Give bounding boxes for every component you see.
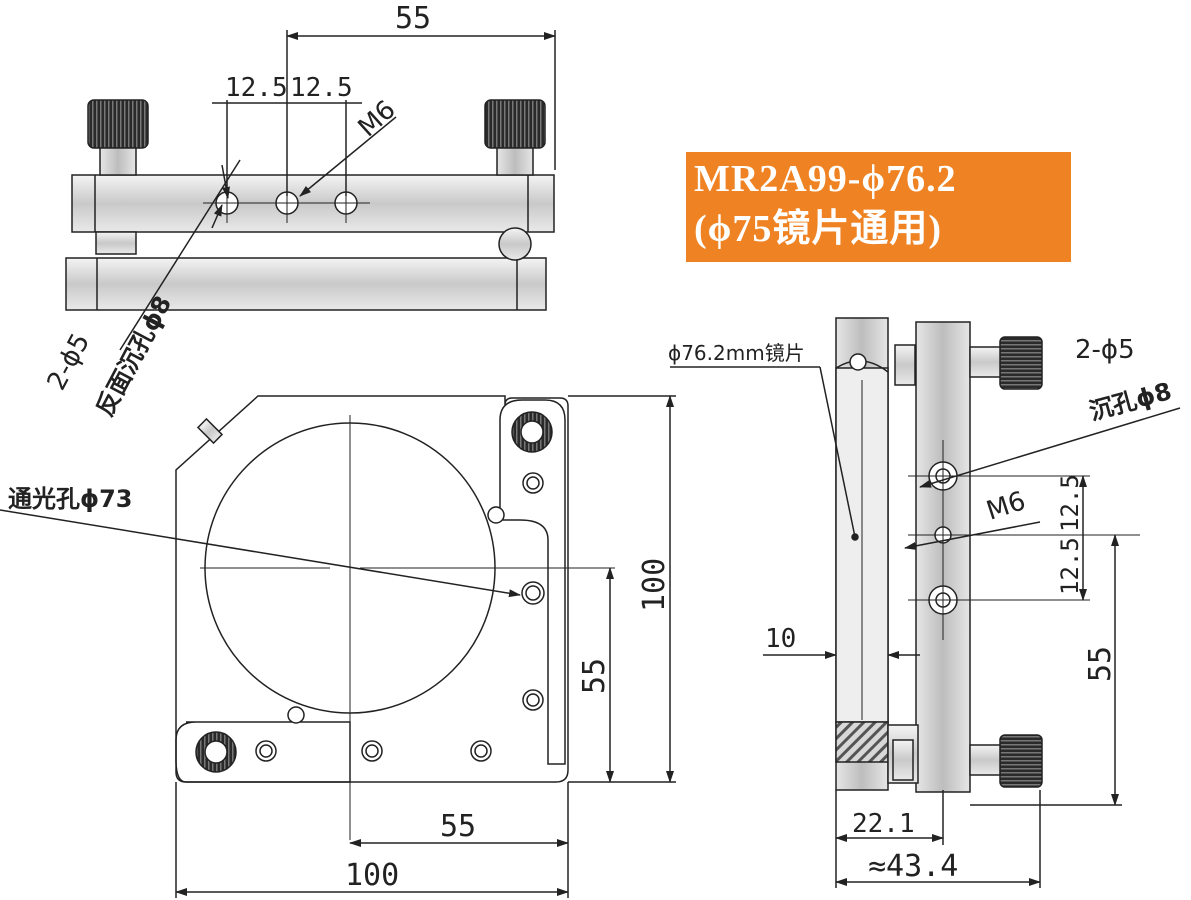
label-aperture: 通光孔ϕ73 [8,485,133,513]
adjuster-knob-left [87,99,149,149]
adjuster-knob-right [484,99,546,149]
dim-100-horizontal: 100 [345,858,399,893]
model-compat-note: (ϕ75镜片通用) [694,208,943,250]
side-view [670,317,1181,888]
front-view [0,395,676,898]
model-badge: MR2A99-ϕ76.2 (ϕ75镜片通用) [686,152,1071,262]
label-holes-top: 2-ϕ5 [42,329,96,396]
adjuster-arm-right [499,399,566,765]
label-m6-side: M6 [983,486,1029,527]
dim-12-5-upper: 12.5 [1056,474,1084,532]
dim-10: 10 [765,624,796,654]
dim-55-horizontal: 55 [440,809,476,844]
dim-55-side: 55 [1083,646,1118,682]
bottom-bar [65,257,547,311]
label-holes-side: 2-ϕ5 [1075,335,1135,365]
label-counterbore-side: 沉孔ϕ8 [1086,377,1174,426]
label-m6-top: M6 [353,95,402,143]
dim-12-5-left: 12.5 [225,73,288,103]
dim-43-4: ≈43.4 [868,849,958,884]
dim-55-top: 55 [395,1,431,36]
side-knob-upper [999,336,1043,390]
model-name: MR2A99-ϕ76.2 [694,158,957,200]
side-knob-lower [999,734,1043,788]
adjuster-arm-bottom [175,721,351,783]
dim-55-vertical: 55 [577,658,612,694]
ball-bearing [498,227,532,261]
dim-12-5-right: 12.5 [290,73,353,103]
label-mirror: ϕ76.2mm镜片 [668,341,805,365]
mount-plate-outline [175,395,569,783]
dim-22-1: 22.1 [852,809,915,839]
top-view [65,30,556,351]
dim-100-vertical: 100 [637,558,672,612]
dim-12-5-lower: 12.5 [1056,537,1084,595]
